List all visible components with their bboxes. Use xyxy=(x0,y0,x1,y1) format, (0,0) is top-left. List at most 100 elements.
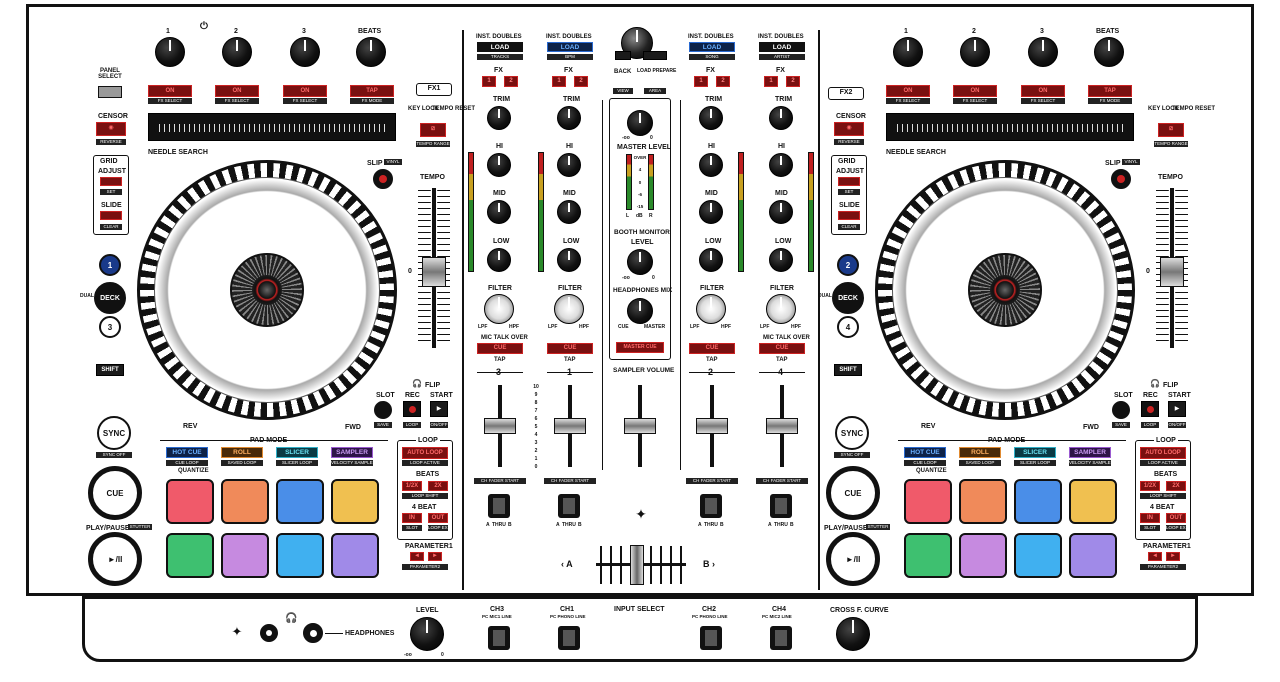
ch4-low-knob[interactable] xyxy=(769,248,793,272)
deck-select-button[interactable]: DECK xyxy=(94,282,126,314)
key-lock-button[interactable]: ⧄ xyxy=(420,123,446,137)
rec-button[interactable] xyxy=(403,401,421,417)
ch3-low-knob[interactable] xyxy=(487,248,511,272)
grid-adjust-button[interactable] xyxy=(100,177,122,186)
pad-1[interactable] xyxy=(166,479,214,524)
r-loop-in-button[interactable]: IN xyxy=(1140,513,1160,523)
ch2-fader-cap[interactable] xyxy=(696,418,728,434)
fx-tap-button[interactable]: TAP xyxy=(350,85,394,97)
pad-2[interactable] xyxy=(221,479,269,524)
ch2-hi-knob[interactable] xyxy=(699,153,723,177)
deck-4-button[interactable]: 4 xyxy=(837,316,859,338)
sampler-fader-cap[interactable] xyxy=(624,418,656,434)
cue-button[interactable]: CUE xyxy=(88,466,142,520)
r-parameter-minus-button[interactable]: ◄ xyxy=(1148,552,1162,561)
ch3-cue-button[interactable]: CUE xyxy=(477,343,523,354)
r-pad-mode-sampler[interactable]: SAMPLER xyxy=(1069,447,1111,458)
headphones-level-knob[interactable] xyxy=(410,617,444,651)
slip-button[interactable] xyxy=(373,169,393,189)
fx2-on-button-2[interactable]: ON xyxy=(953,85,997,97)
panel-select-button[interactable] xyxy=(98,86,122,98)
ch1-hi-knob[interactable] xyxy=(557,153,581,177)
slot-button[interactable] xyxy=(374,401,392,419)
tempo-fader-cap[interactable] xyxy=(422,257,446,287)
loop-in-button[interactable]: IN xyxy=(402,513,422,523)
crossfader-cap[interactable] xyxy=(630,545,644,585)
auto-loop-button[interactable]: AUTO LOOP xyxy=(402,447,448,459)
fx-beats-knob[interactable] xyxy=(356,37,386,67)
r-loop-double-button[interactable]: 2X xyxy=(1166,481,1186,491)
ch3-mid-knob[interactable] xyxy=(487,200,511,224)
fx2-tap-button[interactable]: TAP xyxy=(1088,85,1132,97)
r-rec-button[interactable] xyxy=(1141,401,1159,417)
fx2-knob-3[interactable] xyxy=(1028,37,1058,67)
ch2-filter-knob[interactable] xyxy=(696,294,726,324)
r-slip-button[interactable] xyxy=(1111,169,1131,189)
r-pad-4[interactable] xyxy=(1069,479,1117,524)
fx-on-button-2[interactable]: ON xyxy=(215,85,259,97)
fx-knob-3[interactable] xyxy=(290,37,320,67)
r-cue-button[interactable]: CUE xyxy=(826,466,880,520)
pad-6[interactable] xyxy=(221,533,269,578)
r-shift-button[interactable]: SHIFT xyxy=(834,364,862,376)
pad-mode-sampler[interactable]: SAMPLER xyxy=(331,447,373,458)
master-level-knob[interactable] xyxy=(627,110,653,136)
load-prepare-button[interactable] xyxy=(643,51,667,60)
r-pad-mode-hot-cue[interactable]: HOT CUE xyxy=(904,447,946,458)
headphone-jack-large[interactable] xyxy=(303,623,323,643)
ch2-mid-knob[interactable] xyxy=(699,200,723,224)
cross-f-curve-knob[interactable] xyxy=(836,617,870,651)
parameter-plus-button[interactable]: ► xyxy=(428,552,442,561)
r-pad-7[interactable] xyxy=(1014,533,1062,578)
censor-button[interactable]: ◉ xyxy=(96,122,126,136)
ch4-filter-knob[interactable] xyxy=(766,294,796,324)
r-deck-select-button[interactable]: DECK xyxy=(832,282,864,314)
parameter-minus-button[interactable]: ◄ xyxy=(410,552,424,561)
ch1-input-switch[interactable] xyxy=(558,626,580,650)
ch1-filter-knob[interactable] xyxy=(554,294,584,324)
pad-8[interactable] xyxy=(331,533,379,578)
pad-5[interactable] xyxy=(166,533,214,578)
ch3-hi-knob[interactable] xyxy=(487,153,511,177)
r-start-button[interactable]: ▶ xyxy=(1168,401,1186,417)
ch4-hi-knob[interactable] xyxy=(769,153,793,177)
ch3-fx2-button[interactable]: 2 xyxy=(504,76,518,87)
ch4-thru-switch[interactable] xyxy=(770,494,792,518)
ch2-trim-knob[interactable] xyxy=(699,106,723,130)
ch2-thru-switch[interactable] xyxy=(700,494,722,518)
pad-mode-roll[interactable]: ROLL xyxy=(221,447,263,458)
r-censor-button[interactable]: ◉ xyxy=(834,122,864,136)
loop-double-button[interactable]: 2X xyxy=(428,481,448,491)
ch2-fx1-button[interactable]: 1 xyxy=(694,76,708,87)
ch3-thru-switch[interactable] xyxy=(488,494,510,518)
back-button[interactable] xyxy=(615,51,631,60)
r-pad-mode-roll[interactable]: ROLL xyxy=(959,447,1001,458)
ch3-trim-knob[interactable] xyxy=(487,106,511,130)
r-pad-6[interactable] xyxy=(959,533,1007,578)
ch1-trim-knob[interactable] xyxy=(557,106,581,130)
fx-knob-1[interactable] xyxy=(155,37,185,67)
r-tempo-fader-cap[interactable] xyxy=(1160,257,1184,287)
ch1-mid-knob[interactable] xyxy=(557,200,581,224)
loop-out-button[interactable]: OUT xyxy=(428,513,448,523)
fx2-on-button-1[interactable]: ON xyxy=(886,85,930,97)
pad-4[interactable] xyxy=(331,479,379,524)
ch3-fx1-button[interactable]: 1 xyxy=(482,76,496,87)
booth-level-knob[interactable] xyxy=(627,249,653,275)
ch1-fader-cap[interactable] xyxy=(554,418,586,434)
fx2-on-button-3[interactable]: ON xyxy=(1021,85,1065,97)
r-pad-3[interactable] xyxy=(1014,479,1062,524)
fx2-knob-2[interactable] xyxy=(960,37,990,67)
r-parameter-plus-button[interactable]: ► xyxy=(1166,552,1180,561)
ch4-fx2-button[interactable]: 2 xyxy=(786,76,800,87)
r-pad-1[interactable] xyxy=(904,479,952,524)
fx-knob-2[interactable] xyxy=(222,37,252,67)
r-auto-loop-button[interactable]: AUTO LOOP xyxy=(1140,447,1186,459)
ch4-mid-knob[interactable] xyxy=(769,200,793,224)
loop-half-button[interactable]: 1/2X xyxy=(402,481,422,491)
ch3-fader-cap[interactable] xyxy=(484,418,516,434)
ch2-input-switch[interactable] xyxy=(700,626,722,650)
ch1-fx1-button[interactable]: 1 xyxy=(552,76,566,87)
fx2-knob-1[interactable] xyxy=(893,37,923,67)
deck-1-button[interactable]: 1 xyxy=(99,254,121,276)
